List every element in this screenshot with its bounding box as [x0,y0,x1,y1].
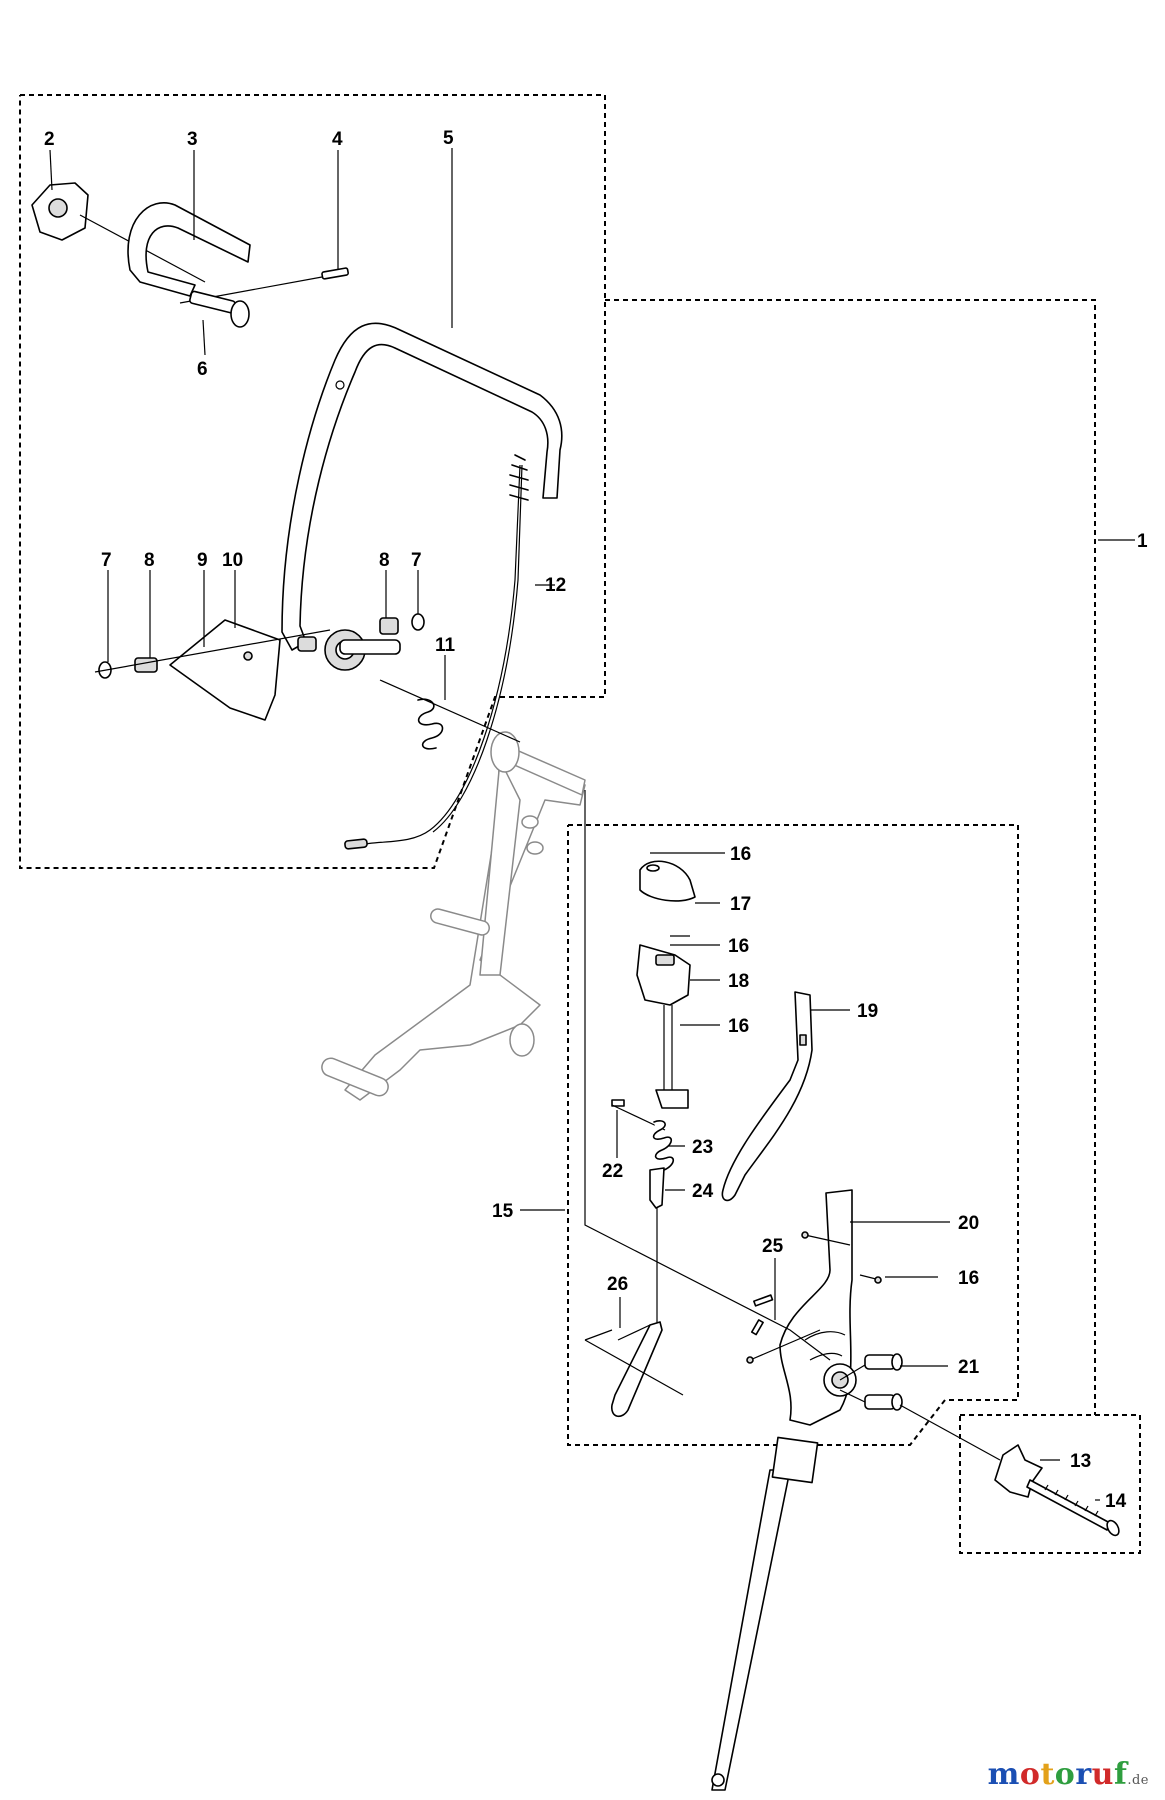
callout-16-b: 16 [728,936,749,957]
callout-24: 24 [692,1181,714,1202]
callout-25: 25 [762,1236,784,1257]
watermark-letter: o [1054,1757,1076,1792]
callout-17: 17 [730,894,751,915]
watermark-letter: u [1091,1757,1114,1792]
callout-7-right: 7 [411,550,422,571]
part-19-guide-bar [721,991,813,1202]
callout-21: 21 [958,1357,980,1378]
sprocket-assembly [297,629,401,671]
part-8-nut-right [379,617,399,635]
callout-5: 5 [443,128,454,149]
long-strut [711,1436,819,1791]
callout-1: 1 [1137,531,1148,552]
callout-14: 14 [1105,1491,1127,1512]
assembly-line-main [584,790,831,1361]
watermark-domain: .de [1127,1773,1149,1788]
callout-4: 4 [332,129,343,150]
callout-15: 15 [492,1201,514,1222]
watermark-letter: f [1113,1757,1128,1792]
callout-7-left: 7 [101,550,112,571]
watermark-brand: motoruf [988,1757,1128,1792]
group-outline-knob [959,1414,1141,1554]
callout-22: 22 [602,1161,623,1182]
part-18-holder [636,944,691,1006]
frame-ghost [321,731,586,1101]
part-17-cap [639,860,696,902]
callout-9: 9 [197,550,208,571]
watermark-logo: motoruf.de [988,1757,1149,1792]
watermark-letter: o [1019,1757,1041,1792]
callout-20: 20 [958,1213,979,1234]
callout-8-right: 8 [379,550,390,571]
part-6-pin [189,290,250,328]
part-3-handle-hook [127,202,251,297]
watermark-letter: m [987,1757,1020,1792]
part-25-pin [750,1294,774,1336]
group-outline-lever [567,824,1019,1446]
part-21-bolts [839,1353,903,1411]
part-10-bracket [169,619,281,721]
callout-12: 12 [545,575,566,596]
part-16-screws-plate [746,1231,882,1364]
group-outline-handle [19,94,606,869]
lever-rod [655,1005,689,1109]
part-7-washer-right [411,613,425,631]
callout-11: 11 [435,635,456,656]
callout-16-a: 16 [730,844,751,865]
callout-19: 19 [857,1001,878,1022]
callout-2: 2 [44,129,55,150]
callout-labels: 1 2 3 4 5 6 7 8 9 10 8 7 11 12 13 14 15 … [44,128,1148,1512]
part-26-foot-bracket [584,1321,684,1418]
part-24-lever [649,1167,665,1325]
part-14-bolt [1026,1479,1120,1537]
callout-16-c: 16 [728,1016,749,1037]
callout-6: 6 [197,359,208,380]
callout-18: 18 [728,971,749,992]
assembly-line-knob [899,1404,1001,1461]
callout-13: 13 [1070,1451,1091,1472]
part-20-bracket-plate [779,1189,857,1426]
callout-10: 10 [222,550,243,571]
callout-8-left: 8 [144,550,155,571]
part-11-spring [379,679,521,750]
part-23-spring [652,1120,675,1171]
part-8-nut-left [134,657,158,673]
watermark-letter: t [1040,1757,1055,1792]
callout-3: 3 [187,129,198,150]
part-5-handle-bar [281,322,563,651]
callout-26: 26 [607,1274,628,1295]
callout-23: 23 [692,1137,713,1158]
group-outline-assembly-1 [605,299,1096,1415]
watermark-letter: r [1075,1757,1092,1792]
part-12-throttle-cable [344,454,529,850]
leader-lines [49,148,1135,1501]
callout-16-d: 16 [958,1268,979,1289]
part-2-clamp-cap [31,182,206,283]
